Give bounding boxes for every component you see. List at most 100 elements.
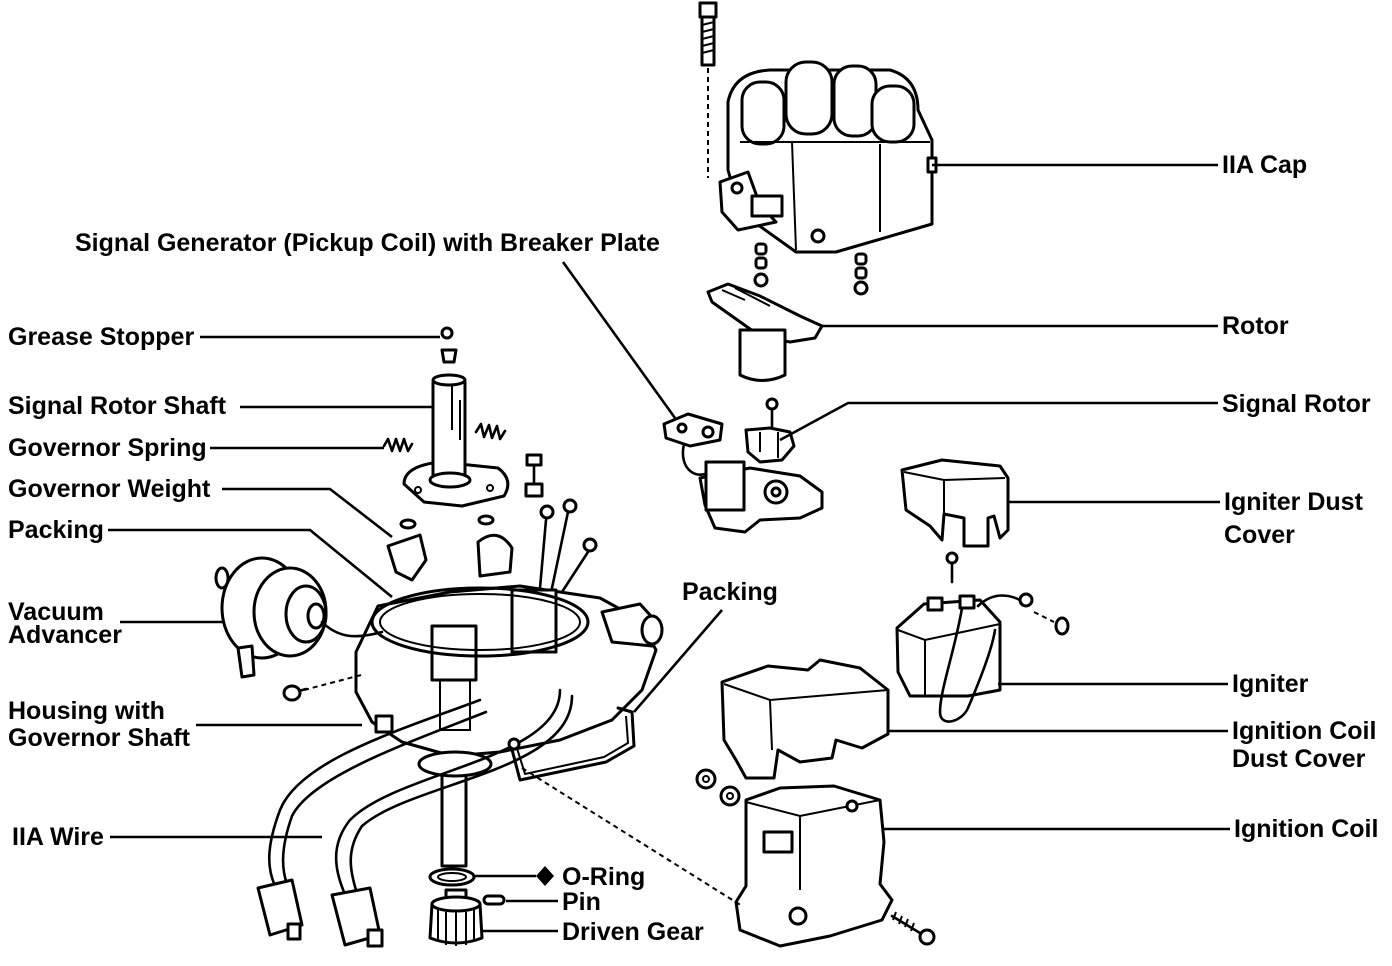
rotor-arm: [706, 282, 824, 344]
label-ignition-coil-dust-cover-line1: Ignition Coil: [1232, 717, 1376, 745]
ring-terminal: [562, 498, 578, 514]
housing-collar: [417, 750, 493, 778]
vacuum-rod: [320, 620, 384, 638]
terminal-wire: [550, 510, 570, 590]
iia-cap-bolt: [698, 1, 718, 178]
label-signal-rotor-shaft: Signal Rotor Shaft: [8, 392, 227, 420]
label-vacuum-advancer-line2: Advancer: [8, 621, 122, 649]
igniter-ring-terminal: [1018, 592, 1034, 608]
rotor-edges: [721, 287, 771, 307]
signal-rotor-screw-head: [765, 397, 779, 411]
label-igniter-dust-cover-line2: Cover: [1224, 521, 1295, 549]
packing-bracket: [507, 706, 636, 782]
label-pin: Pin: [562, 888, 601, 916]
label-igniter: Igniter: [1232, 670, 1309, 698]
pin: [482, 894, 506, 906]
packing-ring: [370, 586, 590, 658]
washer: [719, 785, 741, 807]
label-grease-stopper: Grease Stopper: [8, 323, 194, 351]
label-signal-rotor: Signal Rotor: [1222, 390, 1371, 418]
assembly-dashed-line: [521, 767, 743, 907]
iia-cap-window: [750, 194, 784, 218]
washer: [695, 768, 717, 790]
signal-generator-block: [704, 460, 746, 512]
signal-rotor-shaft: [428, 373, 472, 489]
igniter-dust-cover-edges: [903, 471, 1006, 514]
igniter: [895, 551, 1070, 723]
iia-wire-connector: [256, 878, 304, 937]
part-labels: IIA Cap Signal Generator (Pickup Coil) w…: [8, 151, 1378, 946]
iia-cap-edges: [740, 141, 930, 251]
signal-rotor-body: [744, 426, 796, 464]
iia-cap-clip: [753, 242, 769, 288]
iia-cap-flange-hole: [730, 181, 744, 195]
label-governor-weight: Governor Weight: [8, 475, 211, 503]
governor-link: [399, 518, 417, 530]
bolt-head: [698, 1, 718, 19]
leader-packing-right: [633, 609, 723, 713]
leader-governor-weight: [222, 487, 393, 539]
housing-top-screw: [524, 453, 544, 498]
label-igniter-dust-cover-line1: Igniter Dust: [1224, 488, 1364, 516]
iia-wire: [256, 688, 574, 948]
label-driven-gear: Driven Gear: [562, 918, 704, 946]
igniter-nut: [1054, 616, 1070, 636]
igniter-dust-cover: [900, 458, 1010, 548]
label-vacuum-advancer-line1: Vacuum: [8, 598, 104, 626]
label-housing-line2: Governor Shaft: [8, 724, 191, 752]
driven-gear-teeth: [437, 910, 475, 946]
iia-cap-hole: [810, 228, 826, 244]
vacuum-advancer: [214, 556, 384, 679]
signal-generator-with-breaker-plate: [662, 412, 824, 534]
igniter-screw-head: [945, 551, 959, 565]
housing-side-screw: [282, 673, 366, 702]
label-housing-line1: Housing with: [8, 697, 165, 725]
leader-lines: [108, 163, 1230, 933]
o-ring: [428, 867, 476, 887]
iia-cap-tower: [832, 64, 878, 138]
label-iia-cap: IIA Cap: [1222, 151, 1307, 179]
label-packing-left: Packing: [8, 516, 104, 544]
governor-weight: [386, 533, 514, 582]
ignition-coil-screw-head: [918, 928, 936, 946]
leader-packing-left: [108, 528, 393, 599]
rotor: [706, 282, 824, 382]
ignition-coil-dust-cover-body: [720, 658, 890, 780]
governor-shaft: [440, 766, 468, 868]
igniter-edges: [897, 623, 1001, 696]
igniter-wire: [938, 606, 997, 723]
governor-spring: [382, 422, 507, 453]
ring-terminal: [582, 537, 598, 553]
terminal-wire: [538, 518, 548, 590]
bolt-thread: [701, 21, 715, 54]
iia-cap-clip: [853, 252, 869, 296]
housing-with-governor-shaft: [354, 453, 664, 868]
rotor-body: [738, 328, 787, 382]
grease-stopper: [440, 326, 458, 364]
label-iia-wire: IIA Wire: [12, 823, 104, 851]
signal-rotor-shaft-collar: [428, 471, 472, 489]
terminal-wire: [560, 550, 590, 594]
ring-terminal: [539, 504, 555, 520]
iia-cap: [698, 1, 938, 296]
ignition-coil-body: [734, 784, 894, 948]
label-ignition-coil: Ignition Coil: [1234, 815, 1378, 843]
igniter-body: [895, 598, 1002, 698]
vacuum-nipple: [236, 644, 256, 679]
igniter-wire: [976, 594, 1022, 608]
governor-link: [477, 514, 495, 526]
driven-gear: [428, 888, 484, 946]
label-ignition-coil-dust-cover-line2: Dust Cover: [1232, 745, 1366, 773]
signal-rotor: [744, 397, 796, 464]
ignition-coil-dust-cover: [720, 658, 890, 780]
label-o-ring: O-Ring: [562, 863, 645, 891]
label-rotor: Rotor: [1222, 312, 1289, 340]
iia-cap-tower: [784, 60, 834, 136]
leader-signal-rotor: [779, 401, 1218, 442]
label-governor-spring: Governor Spring: [8, 434, 207, 462]
label-packing-right: Packing: [682, 578, 778, 606]
signal-rotor-edges: [759, 432, 779, 458]
leader-signal-generator: [561, 261, 677, 419]
igniter-dust-cover-body: [900, 458, 1010, 548]
